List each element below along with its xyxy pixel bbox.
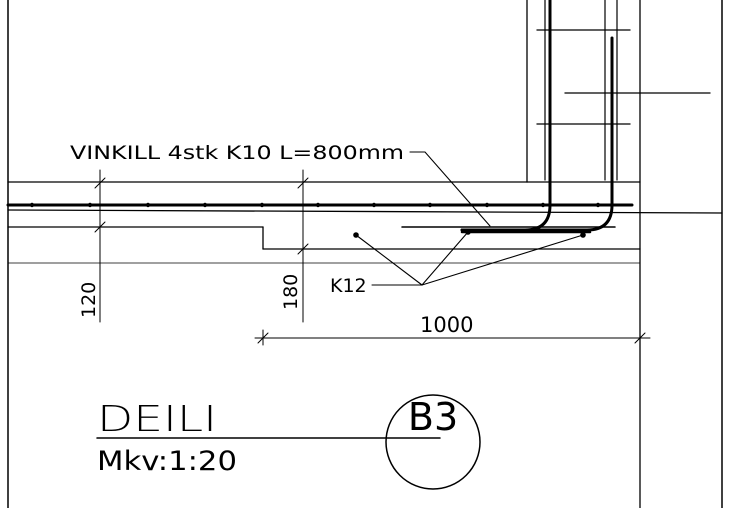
angle-steel-label: VINKILL 4stk K10 L=800mm	[70, 142, 404, 164]
dimension-180	[297, 169, 309, 323]
detail-id: B3	[408, 395, 458, 439]
dimension-120	[94, 169, 106, 323]
detail-title: DEILI	[97, 399, 217, 440]
wall-section	[526, 0, 641, 508]
dimension-120-text: 120	[78, 282, 100, 318]
k12-label: K12	[330, 275, 367, 297]
wall-horizontal-bars	[536, 29, 711, 125]
slab-section	[7, 181, 641, 264]
distribution-bars	[29, 202, 601, 208]
wall-l-bars	[460, 0, 614, 232]
leader-lines	[355, 151, 584, 286]
title-block: DEILI Mkv:1:20 B3	[96, 394, 481, 490]
detail-circle	[385, 394, 481, 490]
angle-steel	[401, 226, 616, 234]
scale-label: Mkv:1:20	[97, 446, 237, 477]
slab-main-rebar	[6, 203, 723, 214]
dimension-180-text: 180	[280, 274, 302, 310]
wall-l-bars-thin	[544, 0, 618, 181]
drawing-frame	[7, 0, 723, 508]
dimension-1000	[254, 329, 651, 346]
dimension-1000-text: 1000	[420, 313, 473, 337]
